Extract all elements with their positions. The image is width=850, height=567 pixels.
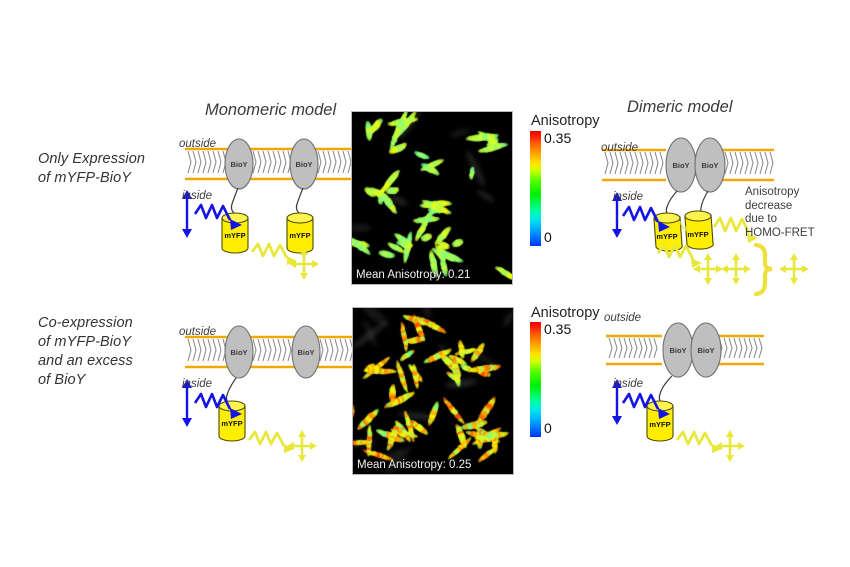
colorbar-min-label-top: 0 xyxy=(544,229,552,245)
excitation-wave xyxy=(193,392,242,419)
excitation-wave xyxy=(621,205,670,232)
fluorophore-myfp-dimer-2: mYFP xyxy=(684,210,714,250)
colorbar-title-bottom: Anisotropy xyxy=(531,305,600,321)
svg-text:BioY: BioY xyxy=(295,160,312,169)
diagram-monomeric-bottom: BioY BioY mYFP xyxy=(180,318,360,468)
membrane-bilayer xyxy=(185,335,356,369)
title-dimeric-model: Dimeric model xyxy=(627,98,733,116)
svg-text:mYFP: mYFP xyxy=(289,231,310,240)
depolarization-cross-b xyxy=(721,253,751,285)
label-inside-bottom-left: inside xyxy=(182,378,213,390)
micrograph-mean-anisotropy-bottom: Mean Anisotropy: 0.25 xyxy=(357,459,472,471)
svg-text:mYFP: mYFP xyxy=(224,231,245,240)
depolarization-cross-1 xyxy=(715,430,745,462)
emission-wave-lower xyxy=(656,243,702,268)
colorbar-max-label-top: 0.35 xyxy=(544,130,572,146)
excitation-dimeric-bottom xyxy=(608,375,688,441)
svg-text:BioY: BioY xyxy=(297,348,314,357)
emission-wave-upper xyxy=(712,216,758,243)
note-homo-fret: Anisotropy decrease due to HOMO-FRET xyxy=(745,186,815,239)
row-label-co-expression: Co-expression of mYFP-BioY and an excess… xyxy=(38,315,133,388)
diagram-dimeric-top: BioY BioY mYFP mYFP xyxy=(596,135,809,297)
label-inside-bottom-right: inside xyxy=(613,378,644,390)
svg-text:mYFP: mYFP xyxy=(221,419,242,428)
depolarization-cross-1 xyxy=(287,430,317,462)
svg-text:mYFP: mYFP xyxy=(687,230,708,239)
colorbar-bottom xyxy=(530,322,541,437)
label-inside-top-right: inside xyxy=(613,191,644,203)
label-outside-bottom-right: outside xyxy=(604,312,642,324)
protein-bioy-1: BioY xyxy=(224,138,254,190)
svg-text:BioY: BioY xyxy=(230,348,247,357)
label-outside-top-right: outside xyxy=(601,142,639,154)
polarization-axis-arrow xyxy=(182,190,192,238)
emission-wave xyxy=(675,430,722,453)
row-label-only-expression: Only Expression of mYFP-BioY xyxy=(38,151,146,186)
linker-1 xyxy=(230,187,239,215)
emission-wave xyxy=(250,242,297,265)
colorbar-max-label-bottom: 0.35 xyxy=(544,321,572,337)
svg-text:BioY: BioY xyxy=(697,346,714,355)
micrograph-only-expression[interactable]: Mean Anisotropy: 0.21 xyxy=(351,111,513,285)
micrograph-co-expression[interactable]: Mean Anisotropy: 0.25 xyxy=(352,307,514,475)
protein-bioy-1: BioY xyxy=(224,325,254,379)
fluorophore-myfp-2: mYFP xyxy=(286,212,314,254)
svg-text:mYFP: mYFP xyxy=(649,420,670,429)
protein-bioy-dimer-1: BioY xyxy=(665,137,697,193)
depolarization-cross-c xyxy=(779,253,809,285)
colorbar-title-top: Anisotropy xyxy=(531,113,600,129)
diagram-monomeric-top: BioY BioY mYFP mYFP xyxy=(180,130,355,290)
depolarization-cross-1 xyxy=(289,248,319,280)
svg-text:BioY: BioY xyxy=(669,346,686,355)
fluorophore-myfp-dimer-1: mYFP xyxy=(646,400,674,442)
label-outside-bottom-left: outside xyxy=(179,326,217,338)
protein-bioy-dimer-2: BioY xyxy=(694,137,726,193)
svg-text:BioY: BioY xyxy=(672,161,689,170)
excitation-wave xyxy=(621,392,670,419)
title-monomeric-model: Monomeric model xyxy=(205,101,337,119)
emission-wave xyxy=(247,430,294,453)
svg-text:mYFP: mYFP xyxy=(656,232,677,241)
excitation-monomeric-bottom xyxy=(178,375,258,441)
membrane-bilayer xyxy=(185,147,352,181)
excitation-dimeric-top xyxy=(608,188,688,254)
polarization-axis-arrow xyxy=(182,379,192,427)
homo-fret-brace xyxy=(753,242,773,297)
polarization-axis-arrow xyxy=(612,379,622,425)
protein-bioy-dimer-1: BioY xyxy=(662,322,694,378)
depolarization-cross-a xyxy=(693,253,723,285)
label-inside-top-left: inside xyxy=(182,190,213,202)
svg-text:BioY: BioY xyxy=(701,161,718,170)
protein-bioy-2: BioY xyxy=(291,325,321,379)
protein-bioy-dimer-2: BioY xyxy=(690,322,722,378)
excitation-wave xyxy=(193,203,242,230)
label-outside-top-left: outside xyxy=(179,138,217,150)
colorbar-top xyxy=(530,131,541,246)
polarization-axis-arrow xyxy=(612,192,622,238)
diagram-dimeric-bottom: BioY BioY mYFP xyxy=(600,320,780,470)
excitation-monomeric-top xyxy=(178,186,258,252)
linker-2 xyxy=(295,187,304,215)
colorbar-min-label-bottom: 0 xyxy=(544,420,552,436)
micrograph-mean-anisotropy-top: Mean Anisotropy: 0.21 xyxy=(356,269,471,281)
homo-fret-transfer-arrow xyxy=(675,221,692,232)
svg-text:BioY: BioY xyxy=(230,160,247,169)
protein-bioy-2: BioY xyxy=(289,138,319,190)
